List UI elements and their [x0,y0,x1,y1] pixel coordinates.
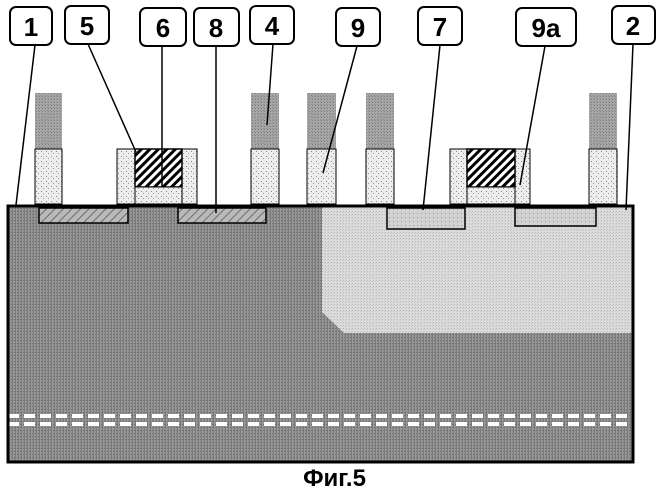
callout-9-label: 9 [351,13,365,43]
callout-8-label: 8 [209,13,223,43]
callout-9a: 9a [516,8,576,46]
region-7 [387,208,465,229]
callout-5: 5 [65,6,109,44]
callouts: 1 5 6 8 4 9 7 9a [10,6,655,46]
leader-5 [88,44,136,152]
figure-caption: Фиг.5 [0,465,669,493]
substrate [8,206,633,462]
pillar-4 [251,93,279,204]
leader-7 [423,45,440,210]
region-9a-implant [515,208,596,226]
callout-4: 4 [250,6,294,44]
leader-9a [520,46,545,185]
callout-5-label: 5 [80,11,94,41]
callout-9a-label: 9a [532,13,561,43]
leader-1 [16,45,35,205]
region-8 [178,208,266,223]
gate-stack-left [117,149,197,204]
pillar-2 [589,93,617,204]
callout-2: 2 [612,6,655,44]
callout-1-label: 1 [24,12,38,42]
callout-4-label: 4 [265,11,280,41]
callout-9: 9 [336,8,380,46]
leader-2 [626,44,633,210]
callout-7-label: 7 [433,12,447,42]
callout-1: 1 [10,7,52,45]
gate-stack-right [450,149,530,204]
callout-2-label: 2 [626,11,640,41]
pillar-9 [307,93,336,204]
callout-7: 7 [418,7,462,45]
callout-8: 8 [194,8,239,46]
pillar-mid [366,93,394,204]
callout-6-label: 6 [156,13,170,43]
callout-6: 6 [140,8,186,46]
region-8-left [39,208,128,223]
pillar-1 [35,93,62,204]
